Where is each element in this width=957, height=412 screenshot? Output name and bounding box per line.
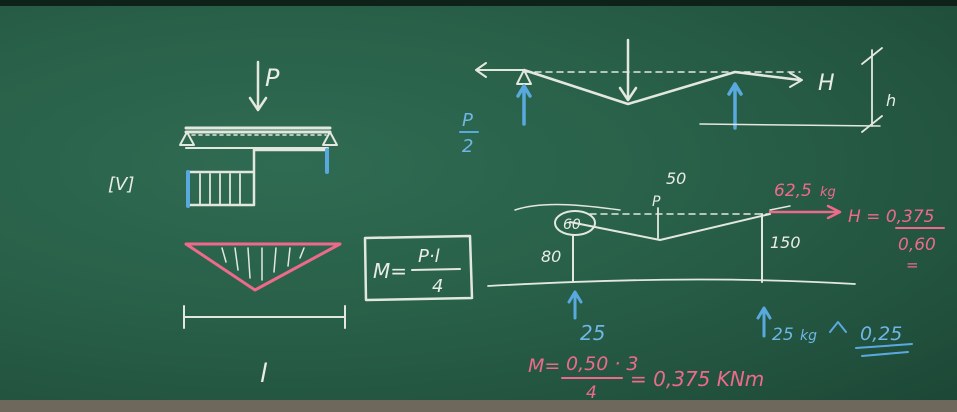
board-frame-bottom [0, 400, 957, 412]
h-force-label: H [818, 71, 835, 96]
left-height-label: 80 [541, 247, 561, 266]
calc-result: = 0,375 KNm [630, 367, 764, 391]
force-unit: kg [820, 185, 836, 200]
right-reaction-label: 25 [772, 325, 794, 345]
point-circle [554, 210, 596, 236]
reaction-unit: kg [800, 328, 817, 344]
right-height-label: 150 [770, 233, 801, 252]
left-load-label: P [265, 64, 280, 92]
h-result-denominator: 0,60 [898, 235, 936, 255]
formula-denominator: 4 [432, 276, 443, 297]
circle-label: 60 [563, 217, 581, 233]
approx-value: 0,25 [860, 323, 902, 345]
calc-denominator: 4 [586, 383, 597, 403]
h-result-equals: = [906, 256, 919, 274]
left-reaction-label: 25 [580, 321, 605, 345]
formula-lhs: M= [373, 259, 407, 283]
left-beam-diagram: P [V] l [108, 60, 346, 389]
bottom-right-cable: 50 60 P 80 150 62,5 kg H = 0,375 0,60 = … [487, 169, 945, 403]
mid-load-label: P [652, 194, 661, 210]
formula-numerator: P·l [418, 246, 440, 267]
calc-lhs: M= [528, 355, 560, 377]
calc-numerator: 0,50 · 3 [566, 353, 639, 375]
top-right-truss: H h P 2 [459, 38, 896, 157]
moment-formula-box: M= P·l 4 [363, 234, 474, 302]
span-label: 50 [666, 169, 686, 188]
board-frame-top [0, 0, 957, 6]
length-label: l [260, 359, 268, 389]
height-label: h [886, 91, 896, 110]
half-load-numerator: P [462, 110, 473, 131]
h-result: H = 0,375 [848, 207, 935, 227]
force-value: 62,5 [774, 181, 812, 201]
shear-label: [V] [108, 174, 134, 195]
half-load-denominator: 2 [462, 136, 473, 157]
